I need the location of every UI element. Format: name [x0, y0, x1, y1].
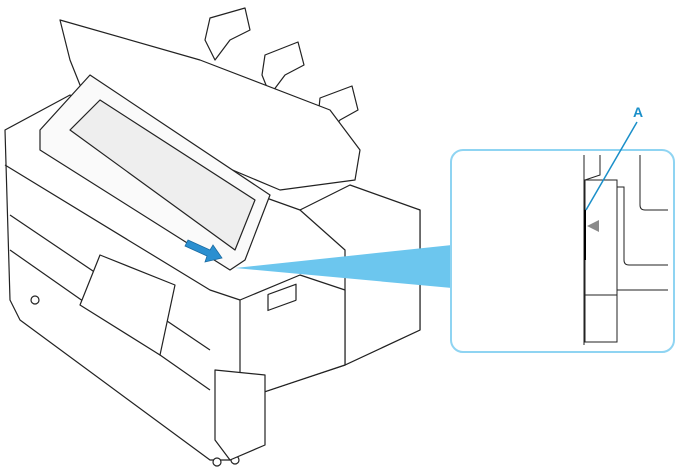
alignment-triangle-icon: [587, 220, 599, 232]
callout-wedge: [235, 245, 452, 288]
callout-label-a: A: [633, 104, 644, 120]
callout-leader-line: [585, 121, 638, 211]
output-stacker: [59, 7, 361, 191]
callout-box: [450, 149, 675, 353]
direction-arrow-icon: [184, 239, 223, 263]
paper-sheet: [79, 254, 176, 356]
